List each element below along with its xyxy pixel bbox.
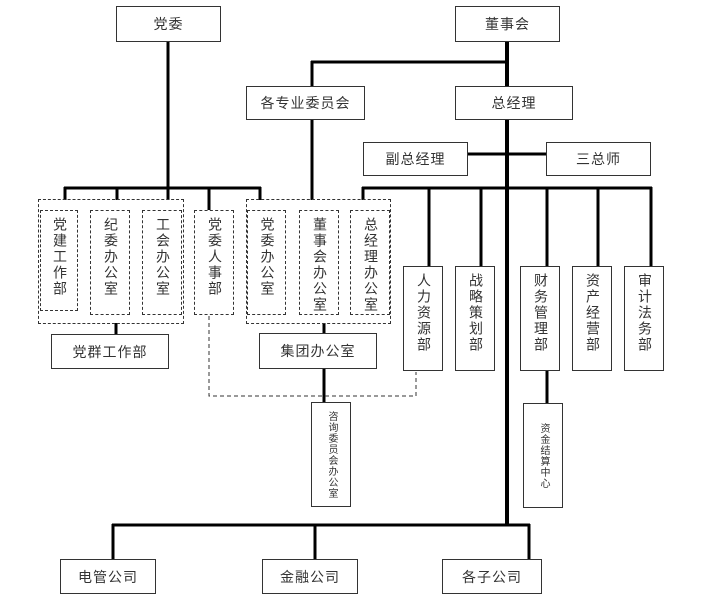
label: 咨询委员会办公室 — [326, 411, 337, 499]
node-dept-strategy: 战略策划部 — [455, 266, 495, 371]
node-deputy-gm: 副总经理 — [363, 142, 468, 176]
node-gm-office: 总经理办公室 — [350, 210, 390, 315]
label: 人力资源部 — [415, 273, 431, 353]
node-party-office: 党委办公室 — [247, 210, 286, 315]
node-party-building: 党建工作部 — [40, 210, 78, 311]
node-dept-finance: 财务管理部 — [520, 266, 560, 371]
node-special-committees: 各专业委员会 — [246, 86, 365, 120]
node-party-hr: 党委人事部 — [194, 210, 234, 315]
label: 财务管理部 — [532, 273, 548, 353]
label: 党建工作部 — [51, 217, 67, 297]
label: 资产经营部 — [584, 273, 600, 353]
node-general-manager: 总经理 — [455, 86, 573, 120]
node-board: 董事会 — [455, 6, 560, 42]
label: 党委人事部 — [206, 217, 222, 297]
node-board-office: 董事会办公室 — [299, 210, 339, 315]
label: 审计法务部 — [636, 273, 652, 353]
label: 资金结算中心 — [538, 422, 549, 489]
node-dept-hr: 人力资源部 — [403, 266, 443, 371]
node-party-mass-work: 党群工作部 — [51, 334, 169, 369]
node-power-company: 电管公司 — [60, 559, 156, 594]
node-settlement-center: 资金结算中心 — [523, 403, 563, 508]
label: 战略策划部 — [467, 273, 483, 353]
node-union-office: 工会办公室 — [142, 210, 182, 315]
label: 总经理办公室 — [362, 217, 378, 313]
node-finance-company: 金融公司 — [262, 559, 358, 594]
node-advisory-office: 咨询委员会办公室 — [311, 402, 351, 507]
node-dept-audit: 审计法务部 — [624, 266, 664, 371]
node-dept-assets: 资产经营部 — [572, 266, 612, 371]
line-dashed-link — [208, 316, 417, 397]
label: 党委办公室 — [258, 217, 275, 297]
node-discipline-office: 纪委办公室 — [90, 210, 130, 315]
node-party-committee: 党委 — [116, 6, 221, 42]
label: 董事会办公室 — [311, 217, 327, 313]
node-chief-engineers: 三总师 — [546, 142, 651, 176]
node-subsidiaries: 各子公司 — [442, 559, 542, 594]
node-group-office: 集团办公室 — [259, 333, 377, 369]
label: 纪委办公室 — [102, 217, 118, 297]
group-office-units — [246, 199, 391, 324]
label: 工会办公室 — [154, 217, 170, 297]
group-party-units — [38, 199, 184, 324]
